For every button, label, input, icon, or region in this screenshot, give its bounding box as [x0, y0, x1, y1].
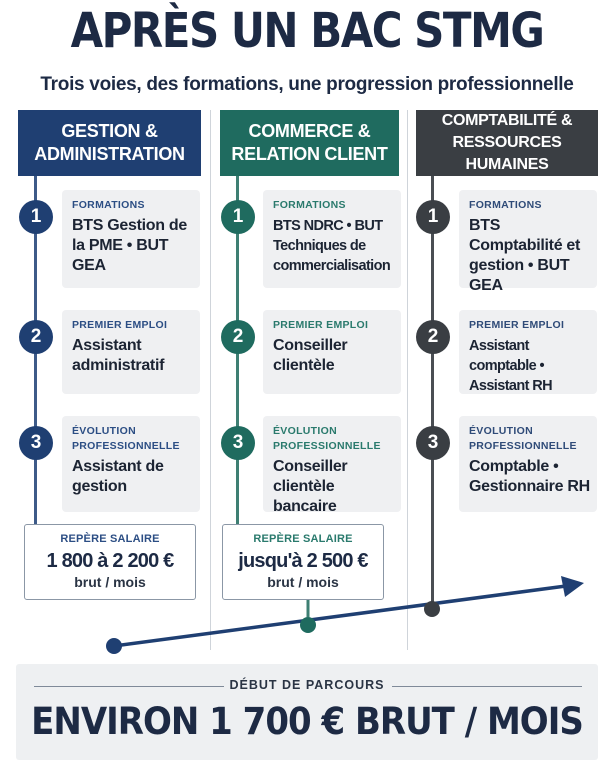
salary-box-gestion: REPÈRE SALAIRE 1 800 à 2 200 € brut / mo… — [24, 524, 196, 600]
step-number-circle: 3 — [221, 426, 255, 460]
page-title: APRÈS UN BAC STMG — [70, 2, 545, 59]
step-card-evolution: ÉVOLUTION PROFESSIONNELLE Conseiller cli… — [263, 416, 401, 515]
step-number-circle: 3 — [19, 426, 53, 460]
step-label: ÉVOLUTION — [72, 425, 136, 437]
footer-divider — [34, 686, 224, 687]
step-label: PREMIER EMPLOI — [273, 319, 369, 331]
step-label: ÉVOLUTION — [469, 425, 533, 437]
column-header-commerce: COMMERCE & RELATION CLIENT — [220, 110, 399, 176]
timeline-line — [431, 176, 434, 608]
step-label: ÉVOLUTION — [273, 425, 337, 437]
step-card-formations: FORMATIONS BTS Gestion de la PME • BUT G… — [62, 190, 200, 288]
step-text: Comptable • Gestionnaire RH — [469, 458, 590, 495]
salary-value: 1 800 à 2 200 € — [46, 550, 174, 572]
step-text: Assistant administratif — [72, 337, 165, 374]
step-label: FORMATIONS — [469, 199, 542, 211]
step-card-formations: FORMATIONS BTS NDRC • BUT Techniques de … — [263, 190, 401, 288]
salary-label: REPÈRE SALAIRE — [60, 533, 160, 545]
step-label-line2: PROFESSIONNELLE — [273, 440, 381, 452]
step-label: PREMIER EMPLOI — [469, 319, 565, 331]
step-number-circle: 2 — [19, 320, 53, 354]
footer-panel: DÉBUT DE PARCOURS ENVIRON 1 700 € BRUT /… — [16, 664, 598, 760]
step-label: FORMATIONS — [72, 199, 145, 211]
step-number-circle: 1 — [221, 200, 255, 234]
step-text: Assistant comptable • Assistant RH — [469, 338, 553, 394]
step-card-evolution: ÉVOLUTION PROFESSIONNELLE Assistant de g… — [62, 416, 200, 512]
step-card-premier-emploi: PREMIER EMPLOI Assistant administratif — [62, 310, 200, 394]
column-header-line: COMMERCE & — [248, 121, 371, 141]
step-text: BTS Comptabilité et gestion • BUT GEA — [469, 217, 581, 294]
step-label-line2: PROFESSIONNELLE — [72, 440, 180, 452]
footer-divider — [392, 686, 582, 687]
column-separator — [210, 110, 211, 650]
milestone-dot — [106, 638, 122, 654]
column-header-gestion: GESTION & ADMINISTRATION — [18, 110, 201, 176]
salary-value: jusqu'à 2 500 € — [238, 550, 368, 572]
column-header-line: GESTION & — [61, 121, 158, 141]
salary-label: REPÈRE SALAIRE — [253, 533, 353, 545]
column-separator — [407, 110, 408, 650]
step-number-circle: 1 — [416, 200, 450, 234]
column-header-line: ADMINISTRATION — [34, 144, 185, 164]
step-label: PREMIER EMPLOI — [72, 319, 168, 331]
arrow-head-icon — [561, 576, 584, 597]
step-card-premier-emploi: PREMIER EMPLOI Assistant comptable • Ass… — [459, 310, 597, 394]
footer-label: DÉBUT DE PARCOURS — [229, 678, 385, 692]
column-header-line: RELATION CLIENT — [231, 144, 388, 164]
step-text: BTS NDRC • BUT Techniques de commerciali… — [273, 218, 391, 274]
step-number-circle: 1 — [19, 200, 53, 234]
step-number-circle: 2 — [416, 320, 450, 354]
step-number-circle: 3 — [416, 426, 450, 460]
step-label: FORMATIONS — [273, 199, 346, 211]
salary-box-commerce: REPÈRE SALAIRE jusqu'à 2 500 € brut / mo… — [222, 524, 384, 600]
salary-unit: brut / mois — [74, 574, 146, 590]
salary-unit: brut / mois — [267, 574, 339, 590]
column-header-line: COMPTABILITÉ & — [441, 112, 573, 129]
step-card-formations: FORMATIONS BTS Comptabilité et gestion •… — [459, 190, 597, 294]
step-label-line2: PROFESSIONNELLE — [469, 440, 577, 452]
column-header-comptabilite: COMPTABILITÉ & RESSOURCES HUMAINES — [416, 110, 598, 176]
step-text: Conseiller clientèle bancaire — [273, 458, 348, 515]
step-text: Conseiller clientèle — [273, 337, 348, 374]
step-card-premier-emploi: PREMIER EMPLOI Conseiller clientèle — [263, 310, 401, 394]
step-text: BTS Gestion de la PME • BUT GEA — [72, 217, 187, 274]
column-header-line: RESSOURCES HUMAINES — [452, 134, 562, 173]
footer-value: ENVIRON 1 700 € BRUT / MOIS — [31, 700, 584, 744]
step-card-evolution: ÉVOLUTION PROFESSIONNELLE Comptable • Ge… — [459, 416, 597, 512]
milestone-dot — [300, 617, 316, 633]
step-number-circle: 2 — [221, 320, 255, 354]
step-text: Assistant de gestion — [72, 458, 164, 495]
page-subtitle: Trois voies, des formations, une progres… — [40, 74, 574, 95]
